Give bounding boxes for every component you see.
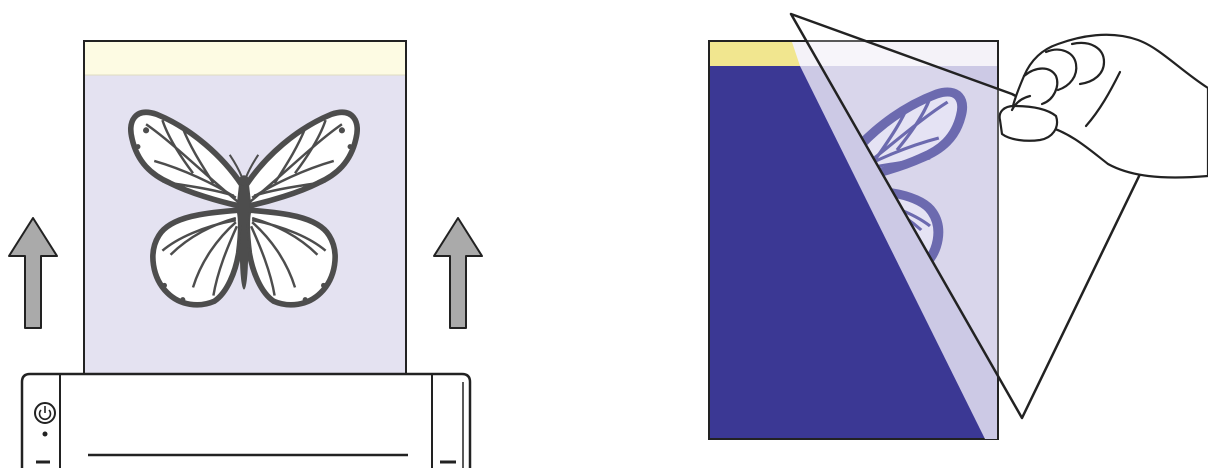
up-arrow-icon <box>434 218 482 328</box>
carrier-sheet-header <box>85 42 405 75</box>
scanner <box>22 374 470 468</box>
power-icon[interactable] <box>35 403 55 423</box>
status-led <box>43 432 48 437</box>
left-panel <box>9 41 482 468</box>
right-panel <box>709 14 1208 439</box>
up-arrow-icon <box>9 218 57 328</box>
